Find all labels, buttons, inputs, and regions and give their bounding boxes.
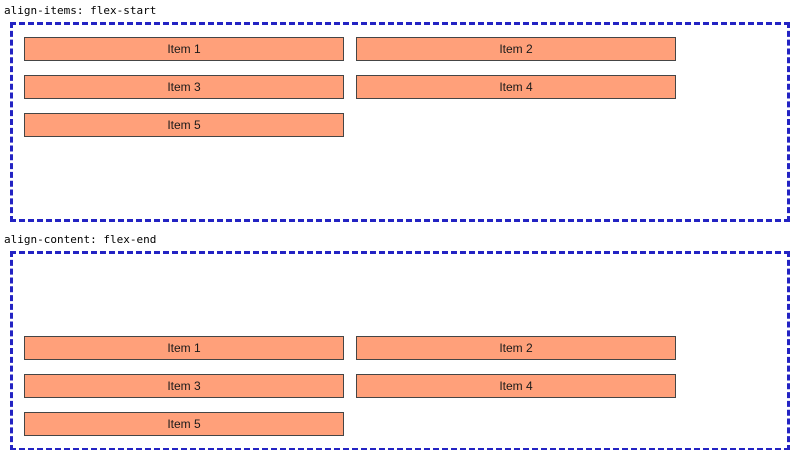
- flex-item: Item 2: [356, 37, 676, 61]
- flex-item: Item 5: [24, 113, 344, 137]
- flex-item: Item 5: [24, 412, 344, 436]
- flex-container-align-content-flex-end: Item 1 Item 2 Item 3 Item 4 Item 5: [10, 251, 790, 450]
- flex-item: Item 4: [356, 75, 676, 99]
- flex-item: Item 3: [24, 75, 344, 99]
- flex-item: Item 1: [24, 336, 344, 360]
- flex-item: Item 1: [24, 37, 344, 61]
- flex-item: Item 2: [356, 336, 676, 360]
- flex-item: Item 4: [356, 374, 676, 398]
- flex-item: Item 3: [24, 374, 344, 398]
- flex-container-align-items-flex-start: Item 1 Item 2 Item 3 Item 4 Item 5: [10, 22, 790, 222]
- section-label-align-content-flex-end: align-content: flex-end: [4, 233, 157, 246]
- section-label-align-items-flex-start: align-items: flex-start: [4, 4, 157, 17]
